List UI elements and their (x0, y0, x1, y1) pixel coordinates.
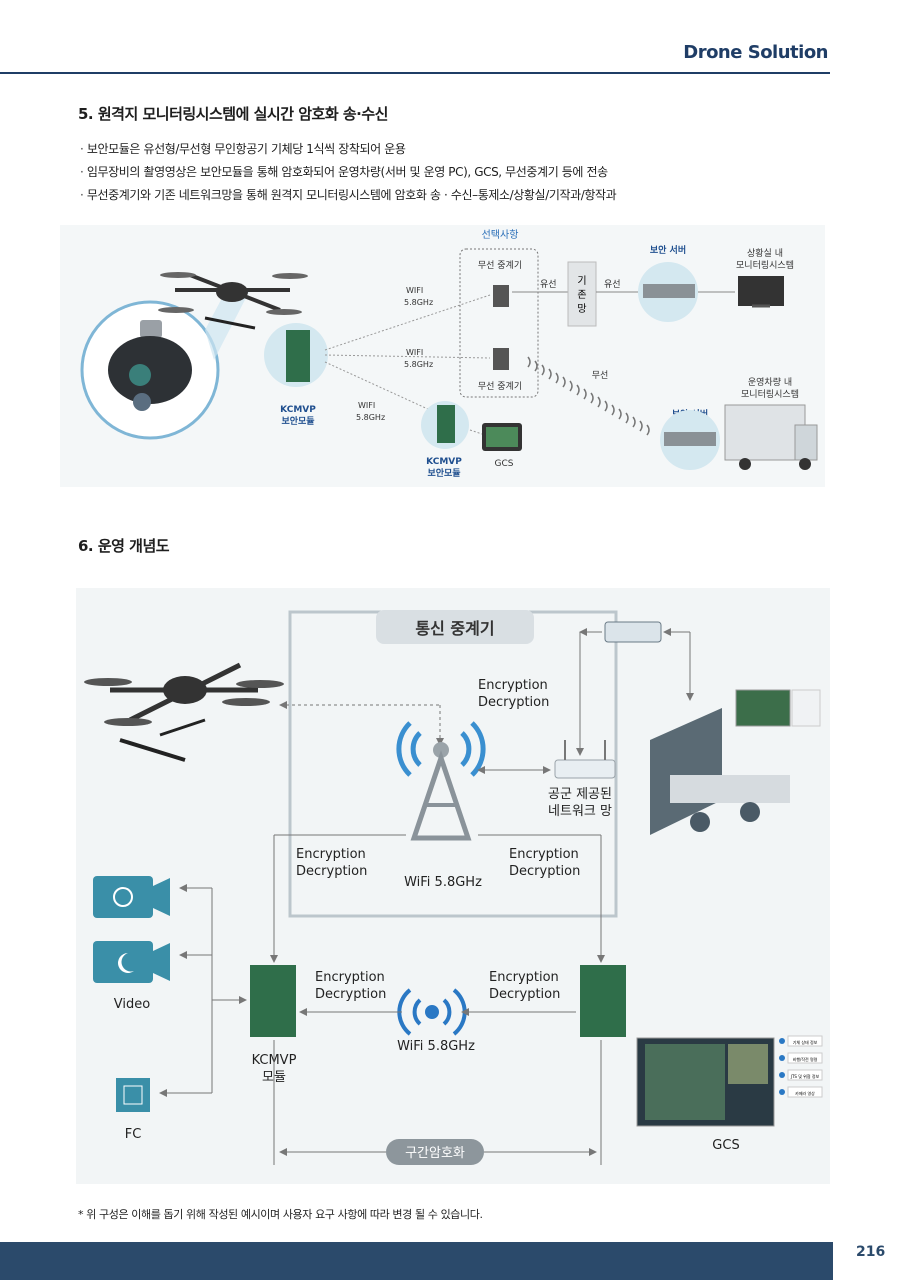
server-icon (664, 432, 716, 446)
night-camera-icon (93, 941, 170, 983)
gimbal-camera-icon (108, 320, 192, 411)
module-label: KCMVP (426, 457, 462, 467)
monitor-room-label: 모니터링시스템 (736, 259, 794, 271)
kcmvp-board-icon (286, 330, 310, 382)
relay-title: 통신 중계기 (415, 619, 494, 638)
gcs-label: GCS (495, 459, 514, 469)
monitor-icon (738, 276, 784, 306)
kcmvp-board-icon (437, 405, 455, 443)
section-encryption-pill (386, 1139, 484, 1165)
section6-title: 6. 운영 개념도 (78, 537, 170, 555)
wifi-tower-icon (396, 721, 486, 841)
gcs-menu-item: 기체 상태 정보 (793, 1039, 818, 1045)
brand-title: Drone Solution (683, 42, 828, 63)
server-icon (643, 284, 695, 298)
video-label: Video (114, 997, 150, 1012)
drone-icon (84, 662, 284, 762)
footer-bar (0, 1242, 833, 1280)
diagram2: 통신 중계기 Encryption Decryption 공군 제공된 네트워크… (84, 610, 823, 1165)
kcmvp-board-icon (580, 965, 626, 1037)
relay-icon (493, 348, 509, 370)
encryption-label: Encryption (315, 970, 385, 985)
drone-icon (158, 272, 308, 330)
network-label: 네트워크 망 (548, 804, 612, 819)
existing-net-char: 망 (577, 303, 586, 315)
wifi-label: WIFI (406, 286, 423, 295)
bullet-item: 무선중계기와 기존 네트워크망을 통해 원격지 모니터링시스템에 암호화 송 ·… (80, 184, 617, 207)
router-icon (554, 740, 616, 779)
optional-label: 선택사항 (482, 229, 519, 241)
monitor-room-label: 상황실 내 (747, 248, 783, 259)
server-label: 보안 서버 (650, 244, 686, 256)
gcs-menu: 기체 상태 정보 비행/작전 명령 JTS 및 위협 정보 카메라 영상 (779, 1035, 823, 1098)
diagram1: KCMVP 보안모듈 WIFI 5.8GHz WIFI 5.8GHz WIFI … (80, 229, 818, 479)
bullet-item: 보안모듈은 유선형/무선형 무인항공기 기체당 1식씩 장착되어 운용 (80, 138, 616, 161)
control-room-icon (650, 689, 821, 835)
wireless-waves-icon (527, 356, 650, 436)
relay-title-pill (376, 610, 534, 644)
fc-label: FC (125, 1127, 142, 1142)
wifi-signal-icon (397, 988, 467, 1036)
gcs-menu-item: JTS 및 위협 정보 (790, 1073, 820, 1079)
decryption-label: Decryption (478, 695, 549, 710)
vehicle-label: 모니터링시스템 (741, 388, 799, 400)
decryption-label: Decryption (315, 987, 386, 1002)
page-number: 216 (856, 1244, 886, 1260)
freq-label: 5.8GHz (404, 360, 433, 369)
freq-label: 5.8GHz (404, 298, 433, 307)
relay-label: 무선 중계기 (478, 259, 522, 271)
decryption-label: Decryption (296, 864, 367, 879)
relay-label: 무선 중계기 (478, 380, 522, 392)
wired-label: 유선 (604, 279, 621, 290)
relay-icon (493, 285, 509, 307)
section5-bullets: 보안모듈은 유선형/무선형 무인항공기 기체당 1식씩 장착되어 운용 임무장비… (80, 138, 617, 207)
module-label: KCMVP (280, 405, 316, 415)
kcmvp-board-icon (250, 965, 296, 1037)
freq-label: 5.8GHz (356, 413, 385, 422)
truck-icon (724, 404, 818, 470)
footnote: * 위 구성은 이해를 돕기 위해 작성된 예시이며 사용자 요구 사항에 따라… (78, 1208, 483, 1221)
encryption-label: Encryption (509, 847, 579, 862)
encryption-label: Encryption (478, 678, 548, 693)
wireless-label: 무선 (592, 370, 609, 381)
section-encryption-label: 구간암호화 (405, 1146, 465, 1161)
gcs-menu-item: 카메라 영상 (795, 1090, 815, 1096)
decryption-label: Decryption (509, 864, 580, 879)
fc-chip-icon (116, 1078, 150, 1112)
gcs-label: GCS (712, 1138, 739, 1153)
module-label: 보안모듈 (427, 468, 460, 479)
header-rule (0, 72, 830, 74)
day-camera-icon (93, 876, 170, 918)
network-label: 공군 제공된 (548, 787, 612, 802)
switch-icon (604, 621, 662, 643)
existing-net-char: 존 (577, 289, 586, 301)
existing-net-char: 기 (577, 275, 586, 287)
module-label: 보안모듈 (281, 416, 314, 427)
bullet-item: 임무장비의 촬영영상은 보안모듈을 통해 암호화되어 운영차량(서버 및 운영 … (80, 161, 616, 184)
gcs-menu-item: 비행/작전 명령 (793, 1056, 818, 1062)
encryption-label: Encryption (296, 847, 366, 862)
wifi-label: WiFi 5.8GHz (404, 875, 482, 890)
wifi-label: WiFi 5.8GHz (397, 1039, 475, 1054)
section5-title: 5. 원격지 모니터링시스템에 실시간 암호화 송·수신 (78, 105, 388, 123)
optional-box (459, 248, 539, 398)
wifi-label: WIFI (406, 348, 423, 357)
decryption-label: Decryption (489, 987, 560, 1002)
encryption-label: Encryption (489, 970, 559, 985)
wifi-label: WIFI (358, 401, 375, 410)
existing-network-box (567, 261, 597, 327)
vehicle-label: 운영차량 내 (748, 376, 792, 388)
wired-label: 유선 (540, 279, 557, 290)
